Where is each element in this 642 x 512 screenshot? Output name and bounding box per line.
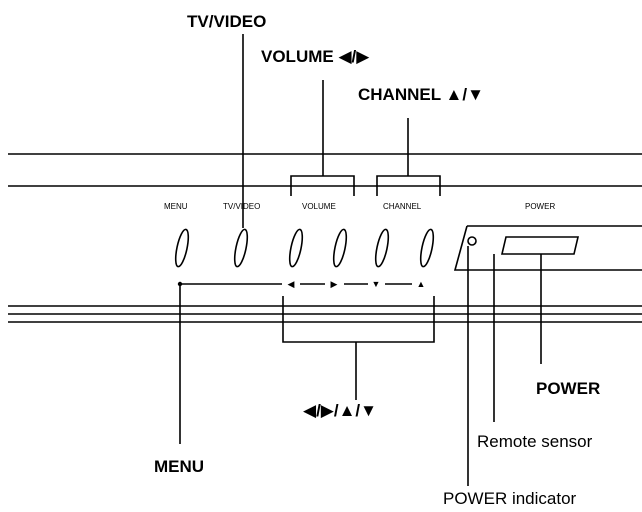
volume-down-button[interactable] — [287, 228, 305, 268]
tv-video-callout: TV/VIDEO — [187, 12, 267, 31]
channel-down-button[interactable] — [373, 228, 391, 268]
panel-label-channel: CHANNEL — [383, 202, 422, 211]
arrow-buttons-bracket — [282, 296, 435, 343]
panel-label-menu: MENU — [164, 202, 188, 211]
remote-sensor-callout: Remote sensor — [477, 432, 593, 451]
channel-up-button[interactable] — [418, 228, 436, 268]
tv-video-button[interactable] — [232, 228, 250, 268]
channel-bracket — [376, 175, 441, 196]
power-panel — [453, 225, 642, 271]
volume-callout: VOLUME ◀/▶ — [261, 47, 370, 66]
panel-label-power: POWER — [525, 202, 556, 211]
menu-leader-dot — [177, 281, 183, 287]
volume-down-symbol: ◀ — [288, 279, 295, 289]
power-callout: POWER — [536, 379, 601, 398]
menu-callout: MENU — [154, 457, 205, 476]
channel-up-symbol: ▲ — [417, 279, 426, 289]
panel-label-volume: VOLUME — [302, 202, 336, 211]
volume-up-button[interactable] — [331, 228, 349, 268]
panel-label-tv-video: TV/VIDEO — [223, 202, 261, 211]
channel-down-symbol: ▼ — [372, 279, 381, 289]
channel-callout: CHANNEL ▲/▼ — [358, 85, 484, 104]
volume-bracket — [290, 175, 355, 196]
volume-up-symbol: ▶ — [331, 279, 338, 289]
power-button[interactable] — [500, 236, 580, 255]
power-indicator-callout: POWER indicator — [443, 489, 577, 508]
power-indicator-light — [467, 236, 477, 246]
menu-button[interactable] — [173, 228, 191, 268]
arrows-callout: ◀/▶/▲/▼ — [303, 401, 377, 420]
